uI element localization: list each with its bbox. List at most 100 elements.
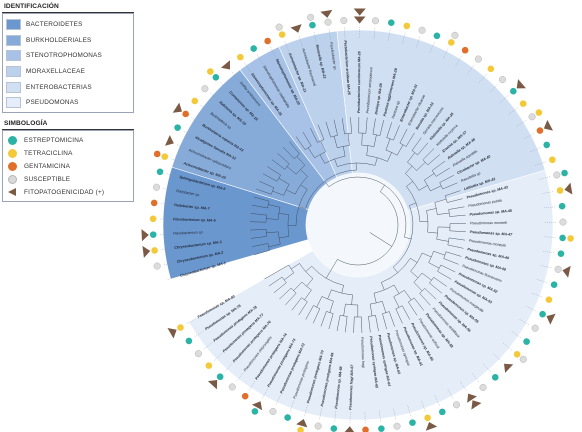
leader-line [532, 292, 544, 298]
leader-line [434, 395, 441, 407]
leader-line [455, 55, 463, 66]
estreptomicina-marker [510, 87, 517, 95]
susceptible-marker [452, 401, 461, 409]
branch [436, 239, 449, 242]
leader-line [530, 147, 542, 153]
estreptomicina-marker [156, 168, 164, 176]
branch [286, 166, 297, 175]
leader-line [544, 206, 557, 209]
estreptomicina-marker [433, 32, 441, 40]
tetraciclina-marker [161, 153, 169, 160]
branch [442, 182, 458, 190]
branch [445, 190, 461, 196]
branch [385, 138, 391, 151]
leader-line [429, 41, 435, 53]
fitopatogenicidad-marker [165, 135, 174, 146]
leader-line [334, 410, 337, 423]
branch [316, 296, 323, 308]
tetraciclina-marker [487, 65, 495, 73]
branch-arc [370, 301, 383, 305]
gentamicina-marker [182, 110, 189, 118]
leader-line [165, 173, 178, 177]
estreptomicina-marker [330, 425, 338, 432]
branch [373, 293, 377, 303]
tetraciclina-marker [535, 109, 543, 116]
leaf-label: Pseudomonas syringae MA-65 [369, 336, 379, 389]
branch [351, 294, 353, 305]
branch [286, 189, 296, 195]
leader-line [536, 279, 549, 284]
leader-line [185, 318, 197, 325]
branch [430, 185, 442, 192]
branch [413, 282, 423, 292]
estreptomicina-marker [174, 124, 181, 131]
symbology-item: GENTAMICINA [6, 160, 130, 173]
branch-arc [407, 161, 417, 171]
leaf-label: Pantoea sp. [391, 100, 401, 119]
susceptible-marker [393, 422, 401, 430]
branch [372, 118, 376, 135]
leader-line [471, 373, 480, 383]
symbol-marker [6, 134, 18, 146]
branch [382, 313, 387, 330]
branch [413, 297, 425, 311]
tetraciclina-marker [519, 100, 527, 107]
susceptible-marker [275, 23, 283, 31]
leader-line [170, 158, 182, 163]
fitopatogenicidad-marker [251, 401, 263, 411]
branch [368, 316, 371, 333]
branch [271, 159, 285, 170]
color-swatch [6, 19, 21, 31]
branch [396, 144, 404, 156]
branch [426, 208, 437, 211]
branch [262, 173, 278, 182]
branch [374, 157, 378, 166]
estreptomicina-marker [558, 202, 566, 210]
branch [310, 127, 318, 143]
fitopatogenicidad-marker [353, 8, 366, 16]
estreptomicina-marker [378, 425, 385, 432]
branch [443, 258, 459, 265]
leader-line [193, 330, 204, 338]
leader-line [224, 363, 233, 373]
branch [417, 142, 429, 156]
estreptomicina-marker [557, 250, 565, 258]
branch [429, 282, 442, 294]
branch [327, 289, 332, 300]
tetraciclina-marker [567, 235, 574, 242]
leaf-label: Pseudomonas fragi [360, 337, 365, 368]
leader-lines [159, 26, 557, 424]
branch [393, 267, 398, 273]
leader-line [313, 30, 317, 43]
fitopatogenicidad-marker [296, 418, 308, 428]
branch [361, 316, 363, 333]
gentamicina-marker [362, 426, 369, 432]
branch [300, 169, 308, 177]
branch-arc [281, 276, 287, 283]
branch [304, 289, 312, 300]
estreptomicina-marker [550, 281, 558, 288]
branch [320, 311, 327, 327]
branch [334, 158, 338, 167]
branch [306, 278, 314, 287]
estreptomicina-marker [491, 373, 499, 381]
branch-arc [287, 214, 290, 237]
branch [293, 281, 303, 291]
tetraciclina-marker [424, 414, 431, 422]
branch [343, 303, 346, 316]
branch [433, 251, 445, 256]
identification-item: ENTEROBACTERIAS [6, 79, 130, 95]
leaf-label: Pseudomonas sp. MA-47 [470, 230, 514, 237]
branch [393, 125, 400, 141]
branch-arc [305, 145, 312, 150]
symbology-item: ESTREPTOMICINA [6, 134, 130, 147]
susceptible-marker [474, 55, 482, 63]
gentamicina-marker [241, 392, 249, 400]
fitopatogenicidad-marker [344, 426, 355, 432]
leader-line [542, 191, 555, 194]
branch [421, 272, 432, 281]
leader-line [402, 31, 406, 44]
branch [277, 153, 290, 165]
branch [278, 264, 289, 272]
